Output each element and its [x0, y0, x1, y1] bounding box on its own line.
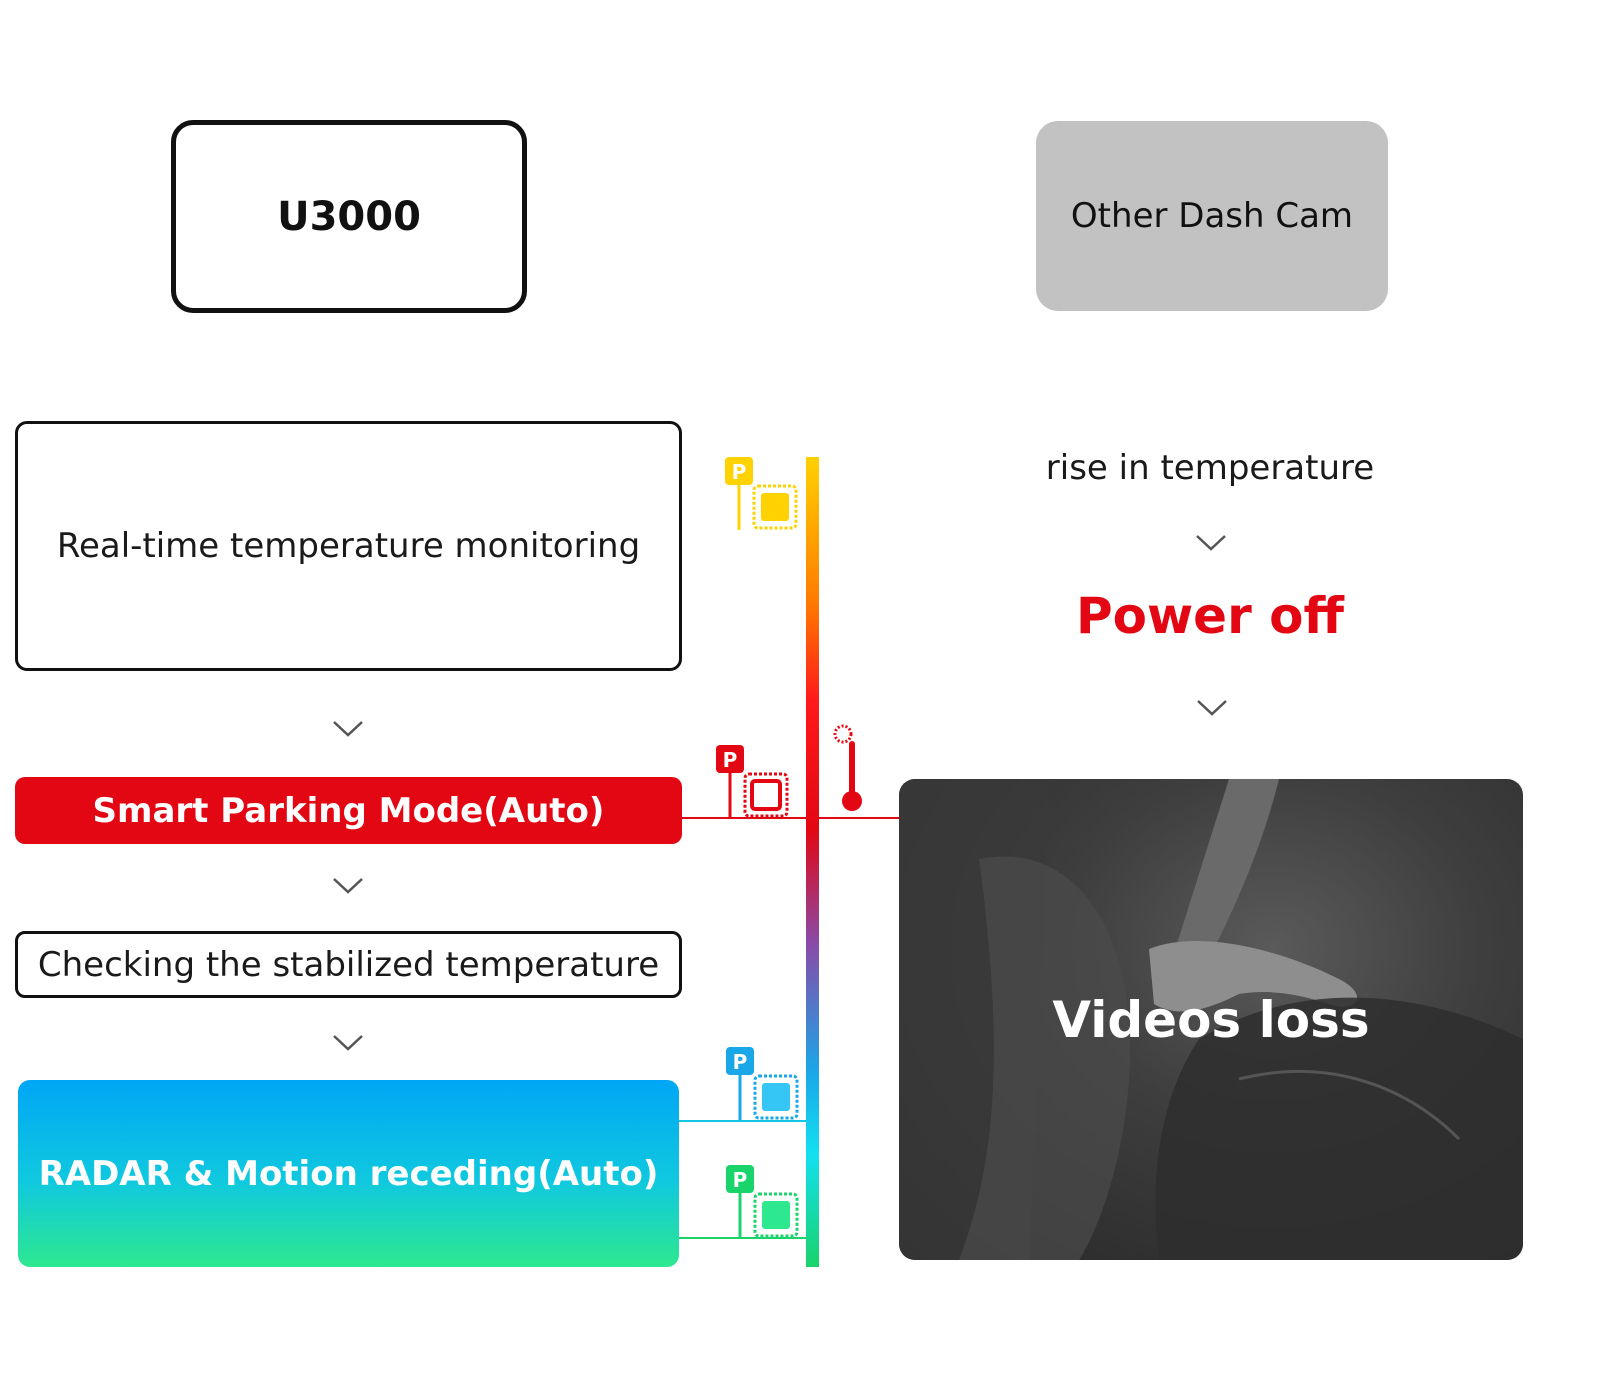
chevron-down-icon	[1196, 535, 1226, 551]
step-1-label: Real-time temperature monitoring	[56, 526, 641, 566]
temperature-gradient-bar	[806, 457, 819, 1267]
videos-loss-caption: Videos loss	[899, 779, 1523, 1260]
other-dash-cam-title: Other Dash Cam	[1070, 196, 1354, 236]
videos-loss-label: Videos loss	[1052, 990, 1370, 1049]
step-4-label: RADAR & Motion receding(Auto)	[38, 1153, 659, 1194]
right-step-2-label: Power off	[1075, 587, 1345, 645]
step-real-time-monitoring: Real-time temperature monitoring	[15, 421, 682, 671]
chevron-down-icon	[333, 721, 363, 737]
step-radar-motion-receding: RADAR & Motion receding(Auto)	[18, 1080, 679, 1267]
parking-chip-icon-red: P	[716, 745, 789, 818]
chevron-down-icon	[333, 878, 363, 894]
u3000-title: U3000	[277, 193, 421, 240]
parking-chip-icon-green: P	[726, 1165, 799, 1238]
car-damage-photo: Videos loss	[899, 779, 1523, 1260]
parking-chip-icon-blue: P	[726, 1047, 799, 1120]
svg-text:P: P	[733, 1050, 748, 1074]
parking-chip-icon-yellow: P	[725, 457, 798, 530]
thermometer-icon	[833, 724, 862, 811]
car-damage-illustration	[899, 779, 1523, 1260]
u3000-title-box: U3000	[171, 120, 527, 313]
step-2-label: Smart Parking Mode(Auto)	[92, 790, 605, 831]
chevron-down-icon	[333, 1035, 363, 1051]
svg-text:P: P	[732, 460, 747, 484]
rise-in-temperature-label: rise in temperature	[1010, 440, 1410, 496]
right-step-1-label: rise in temperature	[1045, 448, 1375, 488]
svg-text:P: P	[723, 748, 738, 772]
other-dash-cam-title-box: Other Dash Cam	[1036, 121, 1388, 311]
chevron-down-icon	[1197, 700, 1227, 716]
power-off-label: Power off	[1010, 583, 1410, 649]
svg-text:P: P	[733, 1168, 748, 1192]
step-smart-parking-mode: Smart Parking Mode(Auto)	[15, 777, 682, 844]
step-checking-temperature: Checking the stabilized temperature	[15, 931, 682, 998]
step-3-label: Checking the stabilized temperature	[37, 944, 660, 985]
